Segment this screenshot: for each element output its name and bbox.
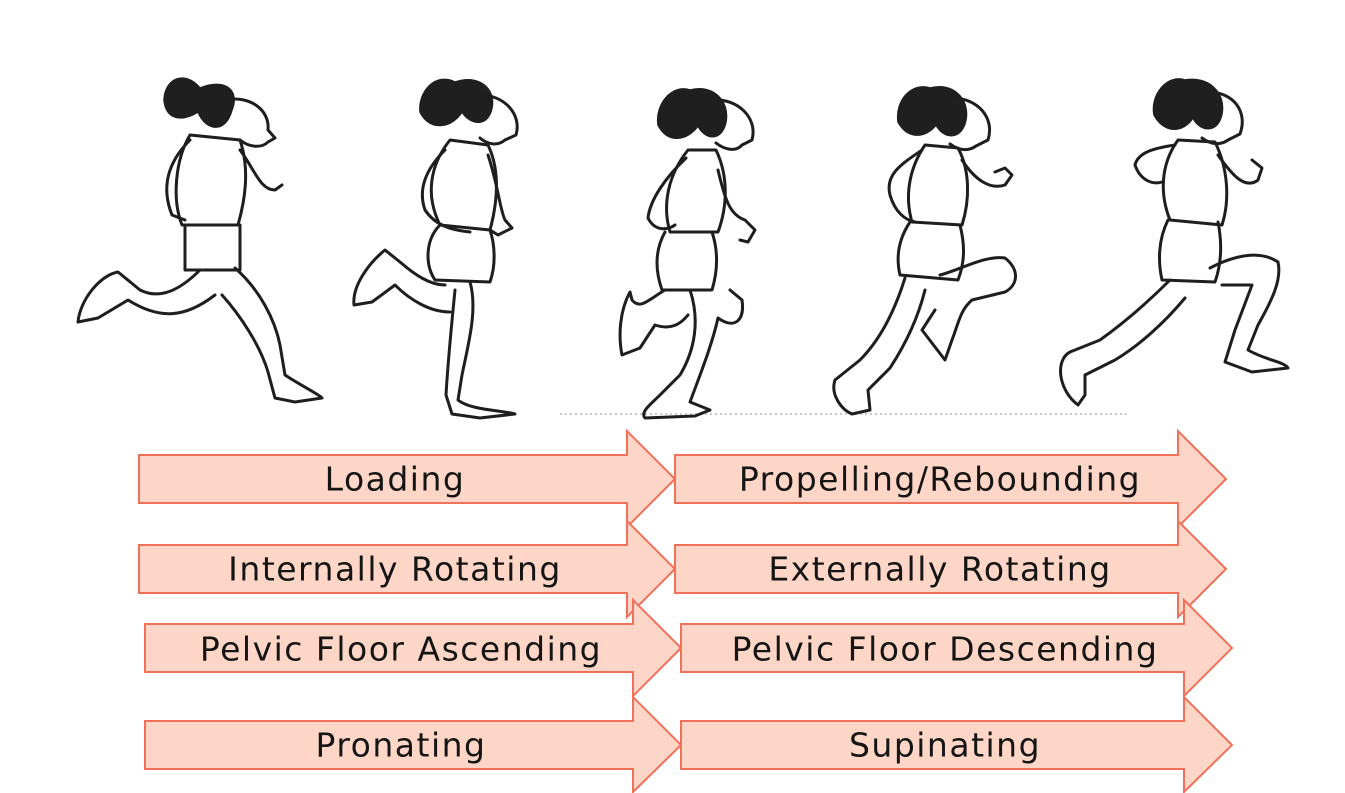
phase-label-supinating: Supinating bbox=[849, 726, 1041, 765]
phase-arrow-externally-rotating: Externally Rotating bbox=[674, 518, 1228, 620]
runner-illustration-2 bbox=[352, 78, 519, 420]
runner-illustration-3 bbox=[618, 88, 757, 420]
phase-row-1: Loading Propelling/Rebounding bbox=[138, 428, 1228, 530]
phase-row-3: Pelvic Floor Ascending Pelvic Floor Desc… bbox=[144, 597, 1234, 699]
phase-arrow-pronating: Pronating bbox=[144, 694, 683, 793]
phase-label-pelvic-floor-ascending: Pelvic Floor Ascending bbox=[200, 630, 602, 669]
phase-arrow-loading: Loading bbox=[138, 428, 677, 530]
runner-illustration-1 bbox=[76, 77, 324, 404]
phase-row-4: Pronating Supinating bbox=[144, 694, 1234, 793]
phase-arrow-pelvic-floor-descending: Pelvic Floor Descending bbox=[680, 597, 1234, 699]
runner-illustration-4 bbox=[832, 86, 1017, 416]
phase-arrow-internally-rotating: Internally Rotating bbox=[138, 518, 677, 620]
phase-arrow-propelling-rebounding: Propelling/Rebounding bbox=[674, 428, 1228, 530]
phase-arrow-supinating: Supinating bbox=[680, 694, 1234, 793]
runner-illustration-5 bbox=[1059, 78, 1290, 407]
phase-label-internally-rotating: Internally Rotating bbox=[228, 550, 562, 589]
phase-label-pelvic-floor-descending: Pelvic Floor Descending bbox=[732, 630, 1159, 669]
phase-label-loading: Loading bbox=[325, 460, 466, 499]
phase-label-pronating: Pronating bbox=[316, 726, 487, 765]
phase-label-propelling-rebounding: Propelling/Rebounding bbox=[739, 460, 1141, 499]
phase-row-2: Internally Rotating Externally Rotating bbox=[138, 518, 1228, 620]
phase-label-externally-rotating: Externally Rotating bbox=[768, 550, 1111, 589]
phase-arrow-pelvic-floor-ascending: Pelvic Floor Ascending bbox=[144, 597, 683, 699]
